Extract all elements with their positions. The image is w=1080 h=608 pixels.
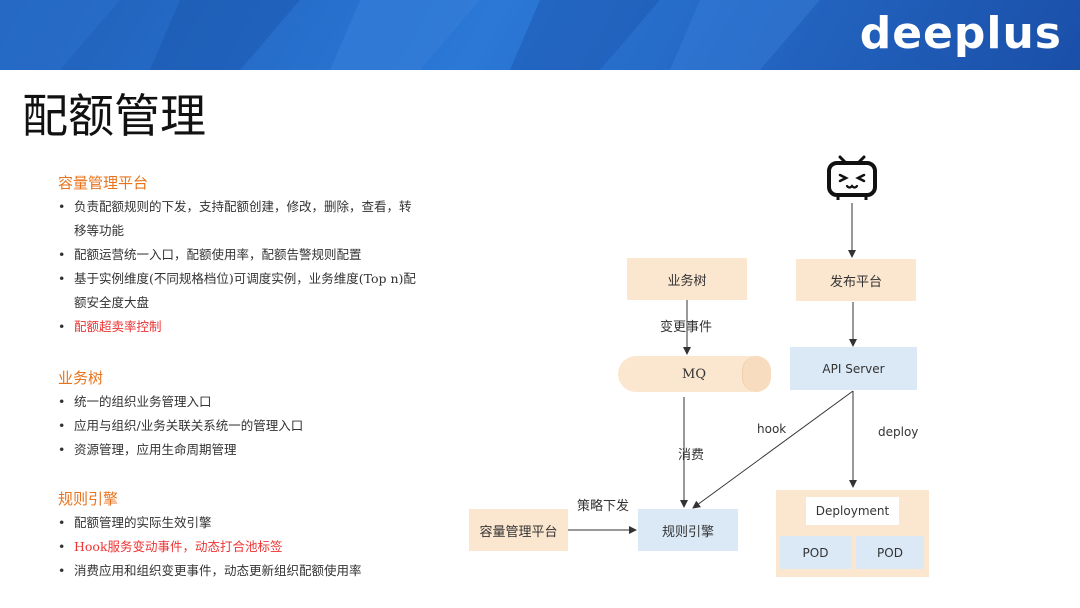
node-deployment: Deployment (806, 497, 899, 525)
list-item: 资源管理，应用生命周期管理 (58, 438, 418, 462)
edge-label-change-event: 变更事件 (660, 320, 713, 335)
list-item: Hook服务变动事件，动态打合池标签 (58, 535, 418, 559)
deeplus-logo: deeplus (859, 8, 1062, 59)
edge-hook (692, 390, 854, 509)
section-heading-capacity: 容量管理平台 (58, 174, 149, 192)
node-capacity-platform: 容量管理平台 (469, 509, 568, 551)
tv-mascot-icon (827, 155, 877, 200)
edge-label-policy-dispatch: 策略下发 (577, 499, 630, 514)
node-rule-engine: 规则引擎 (638, 509, 738, 551)
node-mq-label: MQ (682, 366, 706, 382)
list-item: 统一的组织业务管理入口 (58, 390, 418, 414)
node-pod-2: POD (856, 536, 924, 569)
section-heading-rule-engine: 规则引擎 (58, 490, 119, 508)
section-list-capacity: 负责配额规则的下发，支持配额创建，修改，删除，查看，转移等功能 配额运营统一入口… (58, 195, 418, 339)
list-item: 基于实例维度(不同规格档位)可调度实例，业务维度(Top n)配额安全度大盘 (58, 267, 418, 315)
section-list-rule-engine: 配额管理的实际生效引擎 Hook服务变动事件，动态打合池标签 消费应用和组织变更… (58, 511, 418, 583)
edge-label-consume: 消费 (678, 448, 705, 463)
banner-pattern (0, 0, 820, 70)
node-api-server: API Server (790, 347, 917, 390)
node-release-platform: 发布平台 (796, 259, 916, 301)
header-banner: deeplus (0, 0, 1080, 70)
edge-label-deploy: deploy (878, 425, 919, 439)
list-item: 配额运营统一入口，配额使用率，配额告警规则配置 (58, 243, 418, 267)
node-biz-tree: 业务树 (627, 258, 747, 300)
list-item: 负责配额规则的下发，支持配额创建，修改，删除，查看，转移等功能 (58, 195, 418, 243)
list-item: 配额超卖率控制 (58, 315, 418, 339)
mq-cylinder-end (742, 356, 771, 392)
section-heading-biz-tree: 业务树 (58, 369, 104, 387)
node-pod-1: POD (780, 536, 851, 569)
page-title: 配额管理 (22, 89, 206, 143)
list-item: 应用与组织/业务关联关系统一的管理入口 (58, 414, 418, 438)
section-list-biz-tree: 统一的组织业务管理入口 应用与组织/业务关联关系统一的管理入口 资源管理，应用生… (58, 390, 418, 462)
edge-label-hook: hook (757, 422, 787, 436)
list-item: 消费应用和组织变更事件，动态更新组织配额使用率 (58, 559, 418, 583)
list-item: 配额管理的实际生效引擎 (58, 511, 418, 535)
